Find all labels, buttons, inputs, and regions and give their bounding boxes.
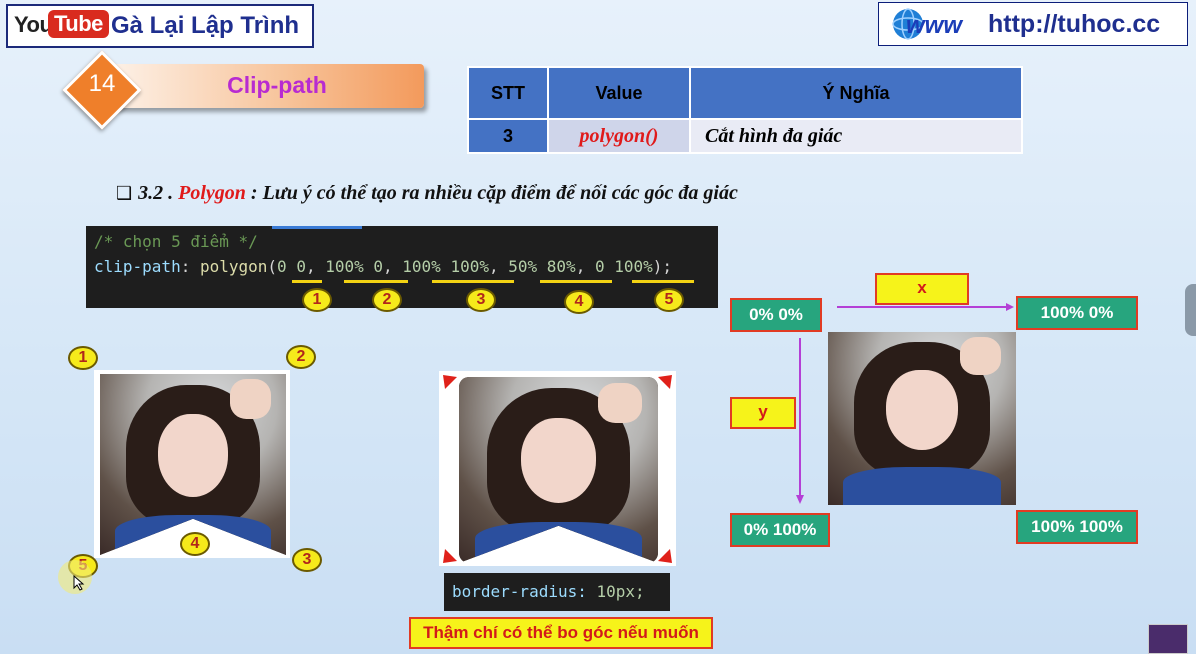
code-point-3: 100% 100%	[402, 257, 489, 276]
code-line: clip-path: polygon(0 0, 100% 0, 100% 100…	[94, 257, 673, 276]
y-axis-label: y	[730, 397, 796, 429]
x-arrowhead-icon	[1006, 303, 1014, 311]
corner-arrow-icon	[443, 375, 457, 389]
channel-avatar[interactable]	[1148, 624, 1188, 654]
youtube-logo-you: You	[14, 12, 53, 37]
code-property: border-radius:	[452, 582, 587, 601]
section-title: Clip-path	[227, 72, 327, 98]
code-point-badge: 2	[372, 288, 402, 312]
checkbox-bullet-icon: ❑	[116, 183, 133, 204]
section-banner	[112, 64, 424, 108]
table-header-row: STT Value Ý Nghĩa	[467, 66, 1023, 120]
table-cell-meaning: Cắt hình đa giác	[689, 118, 1023, 154]
corner-badge: 1	[68, 346, 98, 370]
code-point-underline	[292, 280, 322, 283]
website-banner	[878, 2, 1188, 46]
table-cell-value: polygon()	[547, 118, 691, 154]
youtube-logo-tube: Tube	[48, 10, 109, 38]
coord-top-left: 0% 0%	[730, 298, 822, 332]
code-block	[86, 226, 718, 308]
coord-bottom-right: 100% 100%	[1016, 510, 1138, 544]
side-panel-toggle[interactable]	[1185, 284, 1196, 336]
subtitle-number: 3.2 .	[138, 182, 174, 204]
coordinate-portrait-image	[828, 332, 1016, 505]
code-point-underline	[344, 280, 408, 283]
table-header-value: Value	[547, 66, 691, 120]
axis-arrows	[796, 303, 1014, 504]
coord-top-right: 100% 0%	[1016, 296, 1138, 330]
code-point-badge: 4	[564, 290, 594, 314]
table-header-meaning: Ý Nghĩa	[689, 66, 1023, 120]
code-point-4: 50% 80%	[508, 257, 576, 276]
code-comment: /* chọn 5 điểm */	[94, 232, 258, 251]
www-globe-icon: www	[892, 8, 963, 40]
border-radius-code: border-radius: 10px;	[444, 573, 670, 611]
code-point-2: 100% 0	[325, 257, 384, 276]
corner-arrow-icons	[443, 375, 672, 563]
website-url: http://tuhoc.cc	[988, 10, 1161, 38]
table-cell-stt: 3	[467, 118, 549, 154]
channel-name: Gà Lại Lập Trình	[111, 12, 300, 39]
corner-badge: 3	[292, 548, 322, 572]
mouse-pointer-icon	[73, 575, 85, 591]
corner-arrow-icon	[658, 375, 672, 389]
section-number: 14	[88, 70, 116, 97]
corner-badge: 4	[180, 532, 210, 556]
subtitle-text: : Lưu ý có thể tạo ra nhiều cặp điểm để …	[250, 182, 738, 204]
code-point-underline	[632, 280, 694, 283]
x-axis-label: x	[875, 273, 969, 305]
code-point-underline	[432, 280, 514, 283]
code-selection-highlight	[272, 226, 362, 229]
code-point-badge: 3	[466, 288, 496, 312]
value-table: STT Value Ý Nghĩa 3 polygon() Cắt hình đ…	[467, 66, 1023, 154]
subtitle: ❑3.2 . Polygon : Lưu ý có thể tạo ra nhi…	[116, 182, 738, 205]
code-point-badge: 5	[654, 288, 684, 312]
corner-arrow-icon	[658, 549, 672, 563]
code-point-underline	[540, 280, 612, 283]
code-point-1: 0 0	[277, 257, 306, 276]
subtitle-keyword: Polygon	[178, 182, 246, 204]
coord-bottom-left: 0% 100%	[730, 513, 830, 547]
y-arrowhead-icon	[796, 495, 804, 504]
code-value: 10px;	[596, 582, 645, 601]
table-row: 3 polygon() Cắt hình đa giác	[467, 118, 1023, 154]
corner-arrow-icon	[443, 549, 457, 563]
code-function: polygon	[199, 257, 268, 276]
corner-badge: 2	[286, 345, 316, 369]
code-property: clip-path	[94, 257, 181, 276]
code-point-5: 0 100%	[594, 257, 653, 276]
rounded-corner-note: Thậm chí có thể bo góc nếu muốn	[409, 617, 713, 649]
svg-text:www: www	[906, 12, 963, 39]
table-header-stt: STT	[467, 66, 549, 120]
code-point-badge: 1	[302, 288, 332, 312]
